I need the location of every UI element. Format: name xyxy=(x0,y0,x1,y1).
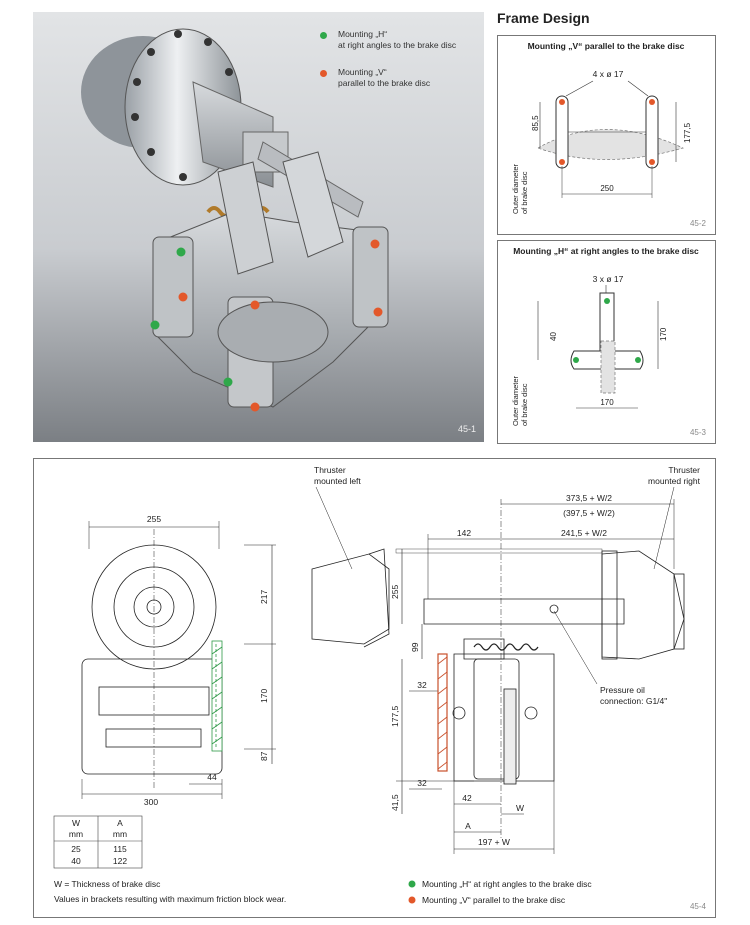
dim-415: 41,5 xyxy=(390,794,400,811)
drawing-fig: 45-4 xyxy=(690,902,707,911)
legend-h-dot-bottom xyxy=(408,880,416,888)
legend-v-title: Mounting „V“ xyxy=(338,67,387,77)
legend-h-title: Mounting „H“ xyxy=(338,29,388,39)
dim-300: 300 xyxy=(144,797,158,807)
mounting-h-drawing: Mounting „H“ at right angles to the brak… xyxy=(511,246,707,437)
panel-v-fig: 45-2 xyxy=(690,219,707,228)
thruster-right-2: mounted right xyxy=(648,476,701,486)
dim-32b: 32 xyxy=(417,778,427,788)
panel-h-outer2: of brake disc xyxy=(520,383,529,426)
dim-99: 99 xyxy=(410,642,420,652)
table-cell: 115 xyxy=(113,844,127,854)
panel-v-title: Mounting „V“ parallel to the brake disc xyxy=(528,41,685,51)
panel-h-fig: 45-3 xyxy=(690,428,707,437)
mounting-v-drawing: Mounting „V“ parallel to the brake disc … xyxy=(511,41,707,228)
technical-drawing: 255 217 170 87 44 300 Thruster mounted l… xyxy=(53,465,707,911)
panel-mounting-h: Mounting „H“ at right angles to the brak… xyxy=(497,240,716,444)
note-1: W = Thickness of brake disc xyxy=(54,879,161,889)
legend-v-bottom: Mounting „V“ parallel to the brake disc xyxy=(422,895,566,905)
figure-number: 45-1 xyxy=(457,424,476,434)
panel-mounting-v: Mounting „V“ parallel to the brake disc … xyxy=(497,35,716,235)
dim-3975: (397,5 + W/2) xyxy=(563,508,615,518)
panel-h-dim-40: 40 xyxy=(549,332,558,341)
legend-v: Mounting „V“ parallel to the brake disc xyxy=(338,67,430,89)
panel-h-holes: 3 x ø 17 xyxy=(593,274,624,284)
dim-255: 255 xyxy=(147,514,161,524)
dim-255b: 255 xyxy=(390,585,400,599)
table-unit-w: mm xyxy=(69,829,83,839)
panel-v-dim-1775: 177,5 xyxy=(683,122,692,143)
legend-v-dot xyxy=(320,70,327,77)
oil-2: connection: G1/4" xyxy=(600,696,667,706)
dim-42: 42 xyxy=(462,793,472,803)
thruster-left-1: Thruster xyxy=(314,465,346,475)
table-cell: 122 xyxy=(113,856,127,866)
panel-v-holes: 4 x ø 17 xyxy=(593,69,624,79)
dim-1775: 177,5 xyxy=(390,705,400,727)
table-cell: 40 xyxy=(71,856,81,866)
legend-v-desc: parallel to the brake disc xyxy=(338,78,431,88)
table-head-w: W xyxy=(72,818,80,828)
dim-170: 170 xyxy=(259,689,269,703)
legend-v-dot-bottom xyxy=(408,896,416,904)
frame-design-title: Frame Design xyxy=(497,10,590,26)
dim-3735: 373,5 + W/2 xyxy=(566,493,612,503)
thruster-right-1: Thruster xyxy=(668,465,700,475)
dim-W: W xyxy=(516,803,524,813)
brake-photo-illustration xyxy=(81,28,389,412)
panel-v-dim-250: 250 xyxy=(600,184,614,193)
legend-h: Mounting „H“ at right angles to the brak… xyxy=(338,29,456,51)
dim-87: 87 xyxy=(259,751,269,761)
table-unit-a: mm xyxy=(113,829,127,839)
thruster-left-2: mounted left xyxy=(314,476,361,486)
dim-142: 142 xyxy=(457,528,471,538)
table-head-a: A xyxy=(117,818,123,828)
technical-drawing-panel: 255 217 170 87 44 300 Thruster mounted l… xyxy=(33,458,716,918)
oil-1: Pressure oil xyxy=(600,685,645,695)
legend-h-dot xyxy=(320,32,327,39)
panel-h-title: Mounting „H“ at right angles to the brak… xyxy=(513,246,699,256)
panel-h-outer1: Outer diameter xyxy=(511,375,520,426)
legend-h-desc: at right angles to the brake disc xyxy=(338,40,457,50)
table-cell: 25 xyxy=(71,844,81,854)
dim-32a: 32 xyxy=(417,680,427,690)
dim-A: A xyxy=(465,821,471,831)
dim-197: 197 + W xyxy=(478,837,510,847)
dim-2415: 241,5 + W/2 xyxy=(561,528,607,538)
panel-v-outer2: of brake disc xyxy=(520,171,529,214)
legend-h-bottom: Mounting „H“ at right angles to the brak… xyxy=(422,879,592,889)
panel-h-dim-170b: 170 xyxy=(600,398,614,407)
panel-v-dim-855: 85,5 xyxy=(531,115,540,131)
product-photo: Mounting „H“ at right angles to the brak… xyxy=(33,12,484,442)
dim-217: 217 xyxy=(259,590,269,604)
note-2: Values in brackets resulting with maximu… xyxy=(54,894,286,904)
panel-h-dim-170: 170 xyxy=(659,327,668,341)
panel-v-outer1: Outer diameter xyxy=(511,163,520,214)
dim-44: 44 xyxy=(207,772,217,782)
